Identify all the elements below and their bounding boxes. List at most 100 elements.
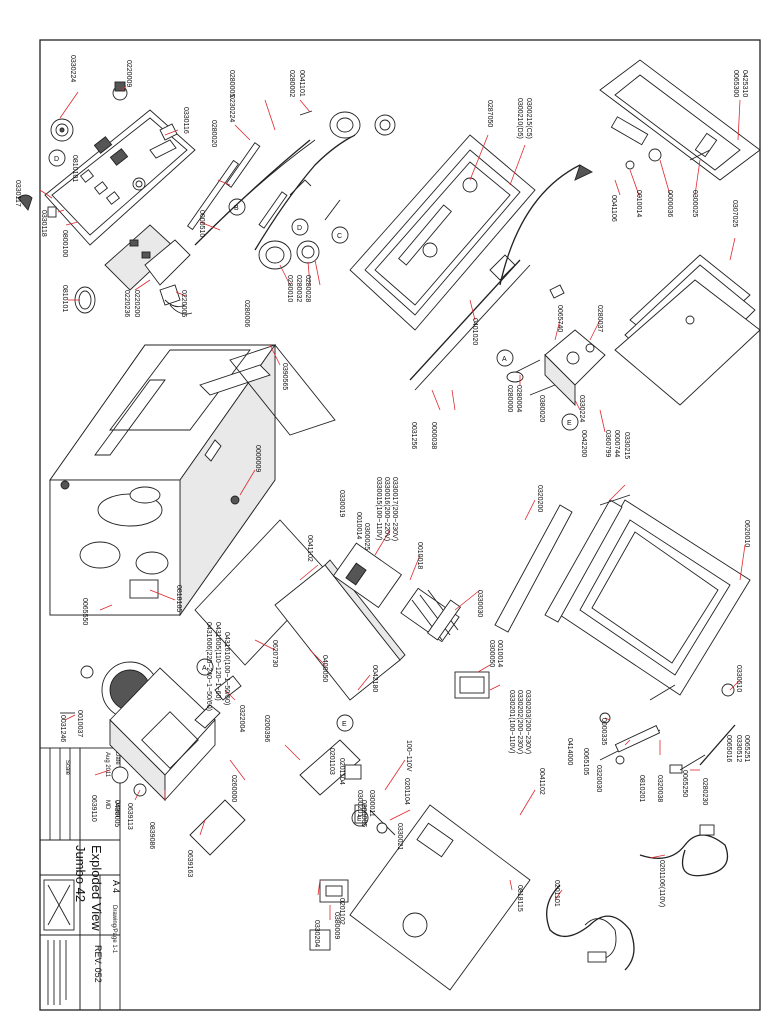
- label-0230224: 0230224: [228, 95, 235, 122]
- label-0065251: 0065251: [743, 735, 750, 762]
- label-0010014-c: 0010014: [496, 640, 503, 667]
- label-0431606: 0431606(220~240~1~50/60): [205, 622, 212, 711]
- label-0818115: 0818115: [516, 885, 523, 912]
- notes-text: [47, 940, 67, 1005]
- vacuum-gauge-icon: [59, 127, 65, 133]
- label-0639163: 0639163: [186, 850, 193, 877]
- label-0000744: 0000744: [613, 430, 620, 457]
- label-0042200: 0042200: [580, 430, 587, 457]
- label-0330202: 0330202(200~230V): [516, 690, 523, 754]
- label-0425310: 0425310: [741, 70, 748, 97]
- marker-c-circle: [331, 226, 349, 244]
- label-0201104-b: 0201104: [403, 778, 410, 805]
- label-0041102-b: 0041102: [538, 768, 545, 795]
- power-entry-assembly: E: [299, 739, 729, 991]
- label-0330224: 0330224: [69, 55, 76, 82]
- label-0430005: 0430005: [113, 800, 120, 827]
- marker-a2: A: [202, 665, 207, 672]
- label-0330019: 0330019: [338, 490, 345, 517]
- marker-d-circle: [48, 149, 66, 167]
- label-0620010: 0620010: [743, 520, 750, 547]
- label-0065105: 0065105: [582, 748, 589, 775]
- label-0330017: 0330017(200~230V): [391, 477, 398, 541]
- label-0010018: 0010018: [416, 542, 423, 569]
- lid-frame: [349, 134, 593, 391]
- label-0330016: 0330016(200~220V): [383, 477, 390, 541]
- marker-c: C: [337, 233, 342, 240]
- label-0330117: 0330117: [14, 180, 21, 207]
- label-0000036: 0000036: [666, 190, 673, 217]
- label-0810201: 0810201: [638, 775, 645, 802]
- marker-e2-circle: [336, 714, 354, 732]
- label-0400050: 0400050: [321, 655, 328, 682]
- label-0330201: 0330201(100~110V): [508, 690, 515, 754]
- transformer: [454, 671, 490, 699]
- label-0280002: 0280002: [288, 70, 295, 97]
- label-0810101-a: 0810101: [71, 155, 78, 182]
- control-panel-assembly: D: [17, 81, 196, 315]
- label-0201103: 0201103: [328, 748, 335, 775]
- swing-arrow: [499, 164, 581, 286]
- label-0330203: 0330203(200~230V): [524, 690, 531, 754]
- label-0000510: 0000510: [198, 210, 205, 237]
- marker-a-circle: [496, 349, 514, 367]
- vent-grille-icon: [402, 912, 428, 938]
- label-0322004: 0322004: [238, 705, 245, 732]
- label-0201104: 0201104: [338, 758, 345, 785]
- label-0287050: 0287050: [486, 100, 493, 127]
- label-0330510: 0330510: [735, 665, 742, 692]
- marker-b: B: [234, 205, 239, 212]
- label-0390565: 0390565: [281, 363, 288, 390]
- label-0300215: 0300215(C5): [525, 98, 532, 139]
- label-0330224-b: 0330224: [578, 395, 585, 422]
- label-0280032: 0280032: [295, 275, 302, 302]
- drawing-page-label: Drawing/Page 1-1: [111, 905, 117, 954]
- marker-a: A: [502, 356, 507, 363]
- label-0431605: 0431605(110~120~1~60): [214, 622, 221, 701]
- label-0330116: 0330116: [182, 107, 189, 134]
- label-0818105: 0818105: [175, 585, 182, 612]
- marker-b-circle: [228, 198, 246, 216]
- label-0280010: 0280010: [286, 275, 293, 302]
- marker-e3: E: [357, 816, 362, 823]
- label-0300025-b: 0300025: [363, 523, 370, 550]
- label-0065550: 0065550: [81, 598, 88, 625]
- label-0431610: 0431610(100~1~50/60): [223, 632, 230, 705]
- label-0307025: 0307025: [731, 200, 738, 227]
- label-0300011: 0300011: [368, 790, 375, 817]
- label-0330015: 0330015(100~110V): [375, 477, 382, 541]
- marker-e3-circle: [351, 809, 369, 827]
- label-0330204: 0330204: [313, 920, 320, 947]
- label-0330512: 0330512: [735, 735, 742, 762]
- title-line-2: Jumbo 42: [73, 845, 88, 902]
- marker-e: E: [567, 420, 572, 427]
- label-0810101-b: 0810101: [61, 285, 68, 312]
- label-0300210: 0300210(D5): [516, 98, 523, 139]
- cover-plate: [614, 254, 761, 406]
- label-0280006: 0280006: [243, 300, 250, 327]
- label-0320030: 0320030: [595, 765, 602, 792]
- label-0414000: 0414000: [566, 738, 573, 765]
- rev-label: REV. 052: [93, 945, 103, 983]
- label-0201102: 0201102: [338, 898, 345, 925]
- label-0639110: 0639110: [90, 795, 97, 822]
- date-label: Date: [114, 752, 120, 765]
- scale-label: Scale: [64, 760, 70, 776]
- power-cord-1: [546, 884, 635, 971]
- label-0639113: 0639113: [126, 803, 133, 830]
- hose-and-valve-assembly: B C D: [186, 110, 396, 270]
- label-0000009: 0000009: [254, 445, 261, 472]
- marker-d2-circle: [291, 218, 309, 236]
- marker-e2: E: [342, 721, 347, 728]
- electrical-panel: E: [274, 542, 490, 732]
- label-0220236: 0220236: [123, 290, 130, 317]
- date-value: Aug 2011: [104, 752, 110, 778]
- label-0280230: 0280230: [701, 778, 708, 805]
- sheet-border: [39, 39, 761, 1011]
- label-0380009: 0380009: [333, 912, 340, 939]
- label-0010014-b: 0010014: [355, 512, 362, 539]
- label-0280028: 0280028: [304, 275, 311, 302]
- label-0280037: 0280037: [596, 305, 603, 332]
- label-0300050: 0300050: [488, 640, 495, 667]
